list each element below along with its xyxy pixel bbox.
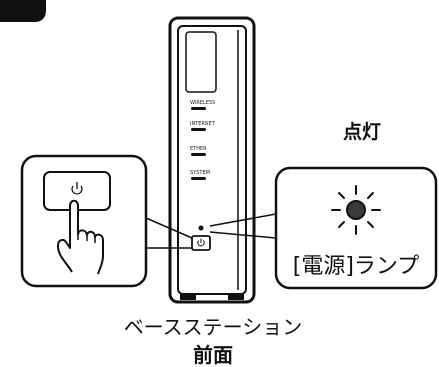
button-press-callout — [20, 154, 193, 288]
indicator-led-wireless — [191, 107, 206, 110]
pointing-hand-icon — [57, 199, 104, 275]
power-lamp-dot — [198, 225, 204, 231]
lamp-state-label: 点灯 — [343, 121, 381, 143]
base-station: WIRELESS INTERNET ETHER SYSTEM — [168, 16, 256, 304]
indicator-led-system — [191, 177, 206, 180]
indicator-label-system: SYSTEM — [190, 170, 210, 176]
indicator-label-ether: ETHER — [190, 146, 207, 152]
indicator-led-ether — [191, 153, 206, 156]
lit-lamp-icon — [331, 185, 381, 235]
indicator-led-internet — [191, 128, 206, 131]
indicator-label-internet: INTERNET — [190, 121, 216, 127]
lamp-callout: [電源]ランプ — [209, 166, 438, 290]
device-view-caption: 前面 — [193, 343, 233, 367]
device-power-icon — [197, 238, 205, 247]
step-badge — [0, 0, 46, 22]
device-caption: ベースステーション — [124, 315, 303, 339]
power-icon — [71, 182, 83, 195]
lamp-label: [電源]ランプ — [293, 254, 420, 279]
indicator-label-wireless: WIRELESS — [190, 100, 215, 106]
